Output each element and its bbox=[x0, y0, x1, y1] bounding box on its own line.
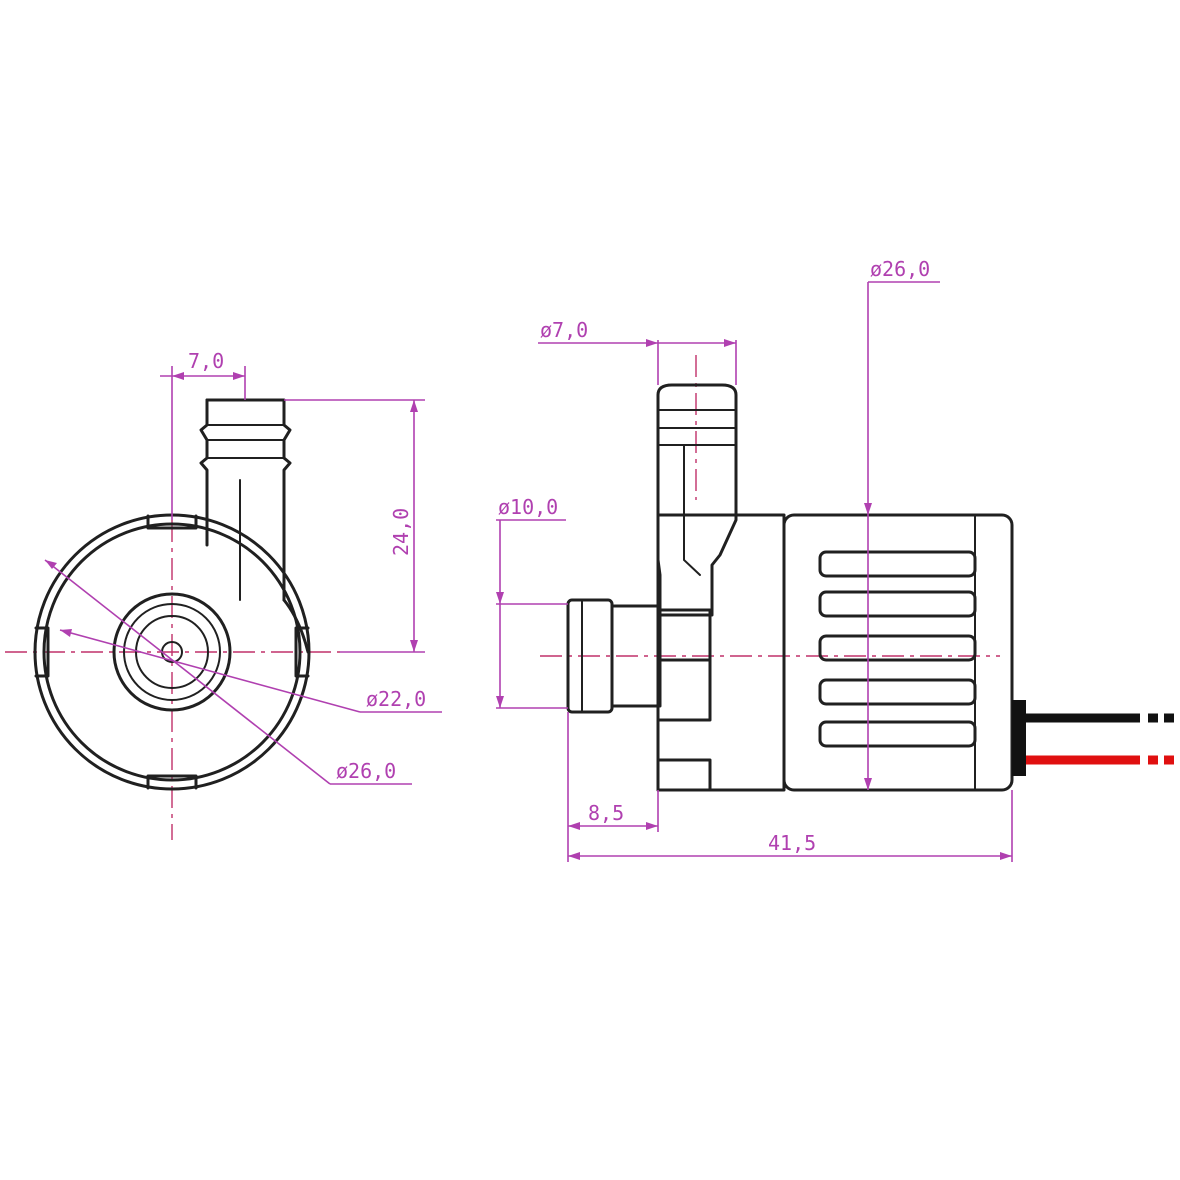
side-view: ø7,0 ø10,0 ø26,0 8,5 bbox=[496, 257, 1178, 862]
dim-inlet-length-label: 8,5 bbox=[588, 801, 624, 825]
front-view: 7,0 24,0 ø22,0 ø26,0 bbox=[5, 349, 442, 840]
dim-side-outlet-diameter-label: ø7,0 bbox=[540, 318, 588, 342]
dim-overall-length-label: 41,5 bbox=[768, 831, 816, 855]
dim-outlet-width-label: 7,0 bbox=[188, 349, 224, 373]
cooling-fins bbox=[818, 550, 977, 748]
dim-outlet-height: 24,0 bbox=[284, 399, 425, 653]
dim-inner-diameter: ø22,0 bbox=[59, 629, 442, 713]
dim-inlet-diameter-label: ø10,0 bbox=[498, 495, 558, 519]
side-outlet-nozzle bbox=[656, 383, 738, 617]
dim-inner-diameter-label: ø22,0 bbox=[366, 687, 426, 711]
dim-body-diameter: ø26,0 bbox=[864, 257, 940, 790]
dim-inlet-length: 8,5 bbox=[567, 712, 659, 862]
side-inlet-stub bbox=[566, 598, 662, 714]
dim-inlet-diameter: ø10,0 bbox=[496, 495, 568, 709]
power-wires bbox=[1012, 700, 1178, 776]
front-housing bbox=[33, 513, 311, 791]
dim-body-diameter-label: ø26,0 bbox=[870, 257, 930, 281]
dim-side-outlet-diameter: ø7,0 bbox=[538, 318, 737, 385]
dim-outer-diameter-label: ø26,0 bbox=[336, 759, 396, 783]
side-main-body bbox=[656, 513, 1014, 792]
dim-outer-diameter: ø26,0 bbox=[44, 559, 412, 785]
dim-overall-length: 41,5 bbox=[568, 790, 1013, 862]
dim-outlet-width: 7,0 bbox=[160, 349, 246, 520]
front-outlet-nozzle bbox=[199, 398, 292, 602]
dim-outlet-height-label: 24,0 bbox=[389, 508, 413, 556]
